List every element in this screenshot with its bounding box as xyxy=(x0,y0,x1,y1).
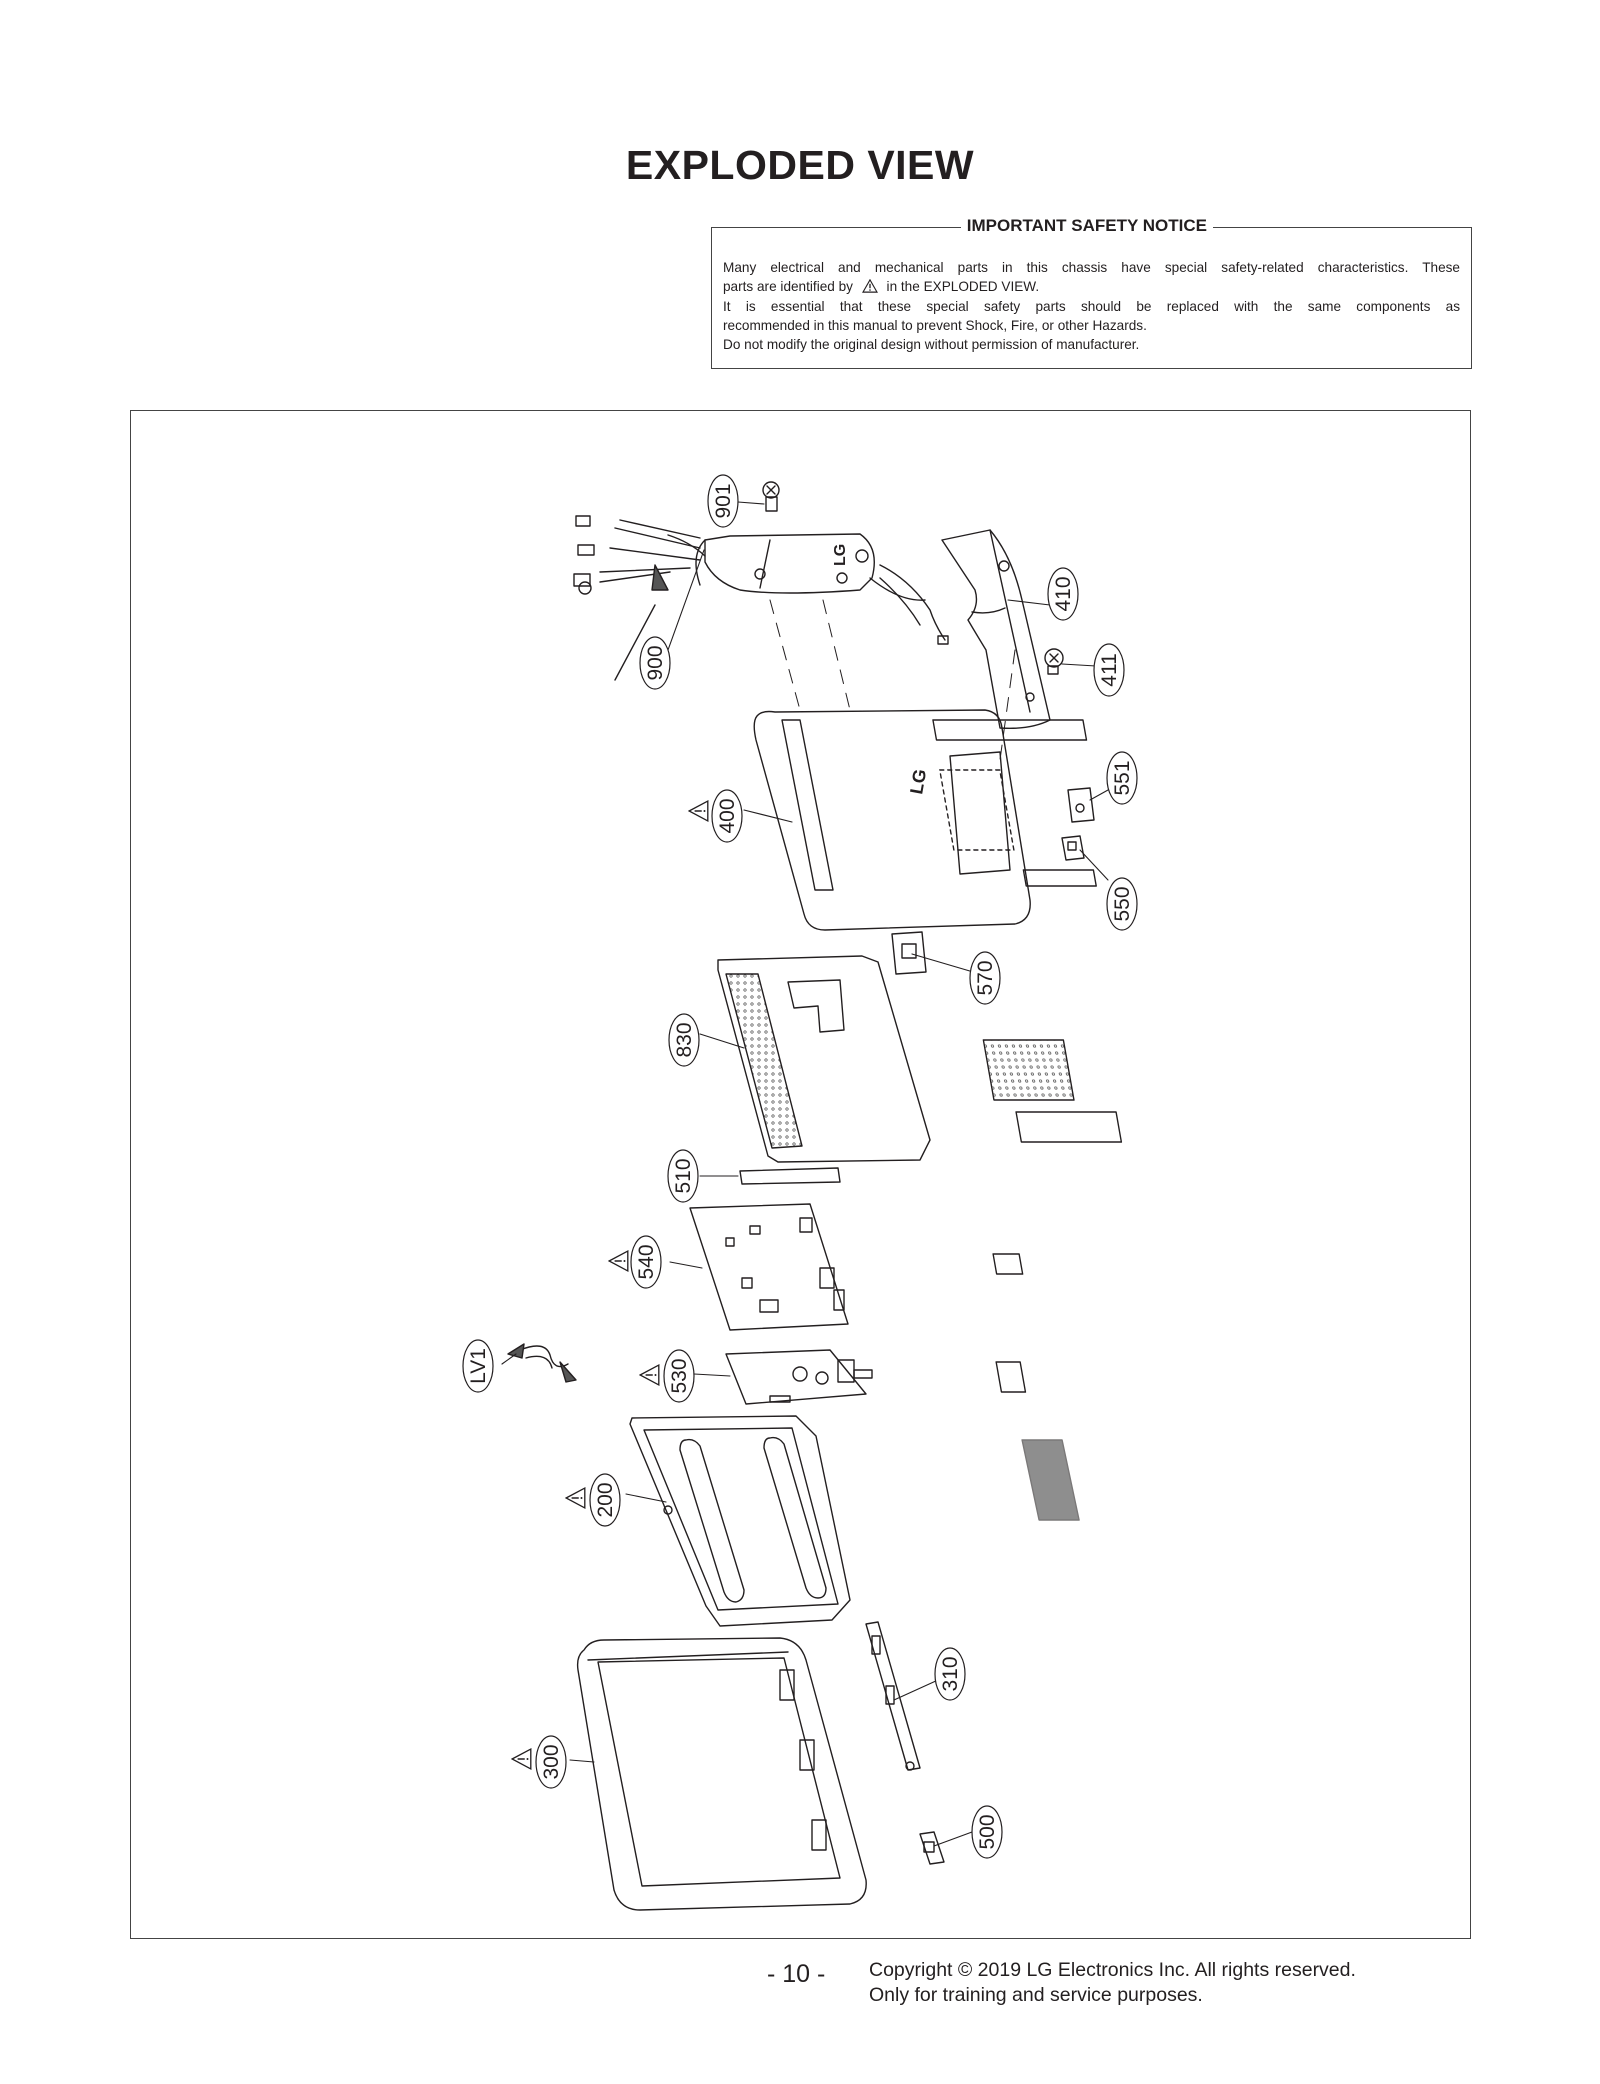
svg-text:410: 410 xyxy=(1052,576,1075,611)
notice-line-4: recommended in this manual to prevent Sh… xyxy=(723,317,1147,333)
notice-line-2: parts are identified by in the EXPLODED … xyxy=(723,277,1460,296)
warning-triangle-icon xyxy=(861,279,878,293)
svg-text:901: 901 xyxy=(712,483,735,518)
copyright-line-1: Copyright © 2019 LG Electronics Inc. All… xyxy=(869,1959,1356,1981)
label-570: 570 xyxy=(969,951,1001,1005)
lg-logo-upper: LG xyxy=(832,544,849,566)
svg-text:570: 570 xyxy=(974,960,997,995)
label-551: 551 xyxy=(1106,751,1138,805)
label-530: 530 xyxy=(663,1349,695,1403)
label-540: 540 xyxy=(630,1235,662,1289)
warning-triangle-icon xyxy=(688,800,709,822)
part-830-shield-plate xyxy=(717,955,1123,1163)
safety-notice-body: Many electrical and mechanical parts in … xyxy=(723,258,1460,354)
part-900-stand-arm: LG xyxy=(573,515,949,681)
svg-text:551: 551 xyxy=(1111,760,1134,795)
label-411: 411 xyxy=(1093,643,1125,697)
svg-text:200: 200 xyxy=(594,1482,617,1517)
leader-lines xyxy=(501,501,1109,1847)
safety-warning-markers xyxy=(511,800,709,1770)
part-411-screw xyxy=(1044,648,1064,675)
svg-text:LV1: LV1 xyxy=(467,1348,490,1384)
svg-text:510: 510 xyxy=(672,1158,695,1193)
part-410-rear-cover xyxy=(941,529,1051,730)
label-200: 200 xyxy=(589,1473,621,1527)
part-500-connector xyxy=(919,1831,945,1865)
label-410: 410 xyxy=(1047,567,1079,621)
label-310: 310 xyxy=(934,1647,966,1701)
notice-line-2-end: in the EXPLODED VIEW. xyxy=(886,279,1040,295)
label-550: 550 xyxy=(1106,877,1138,931)
part-550-bracket xyxy=(1061,835,1085,861)
svg-text:310: 310 xyxy=(939,1656,962,1691)
part-530-power-board xyxy=(725,1349,1027,1405)
copyright-notice: Copyright © 2019 LG Electronics Inc. All… xyxy=(869,1958,1356,2008)
part-510-ffc-cable xyxy=(739,1167,841,1185)
part-901-screw xyxy=(762,481,780,512)
notice-line-5: Do not modify the original design withou… xyxy=(723,337,1140,353)
part-310-side-bracket xyxy=(865,1621,921,1771)
part-label-layer: 901 900 410 411 400 551 550 570 830 510 … xyxy=(462,474,1138,1859)
label-300: 300 xyxy=(535,1735,567,1789)
part-300-front-bezel xyxy=(576,1637,867,1911)
part-551-bracket xyxy=(1067,787,1095,823)
copyright-line-2: Only for training and service purposes. xyxy=(869,1984,1203,2006)
svg-text:540: 540 xyxy=(635,1244,658,1279)
warning-triangle-icon xyxy=(565,1487,586,1509)
svg-text:900: 900 xyxy=(644,645,667,680)
safety-notice-heading: IMPORTANT SAFETY NOTICE xyxy=(960,216,1213,236)
part-540-main-board xyxy=(689,1203,1024,1331)
label-901: 901 xyxy=(707,474,739,528)
svg-text:411: 411 xyxy=(1098,653,1121,686)
svg-text:550: 550 xyxy=(1111,886,1134,921)
safety-notice-box: IMPORTANT SAFETY NOTICE Many electrical … xyxy=(711,216,1472,369)
page-title: EXPLODED VIEW xyxy=(625,142,975,188)
part-lv1-cable xyxy=(507,1343,577,1383)
label-lv1: LV1 xyxy=(462,1339,494,1393)
part-200-lcd-panel xyxy=(629,1415,1080,1627)
warning-triangle-icon xyxy=(608,1250,629,1272)
svg-text:300: 300 xyxy=(540,1744,563,1779)
label-500: 500 xyxy=(971,1805,1003,1859)
svg-text:500: 500 xyxy=(976,1814,999,1849)
warning-triangle-icon xyxy=(639,1364,660,1386)
notice-line-3: It is essential that these special safet… xyxy=(723,298,1460,314)
svg-text:830: 830 xyxy=(673,1022,696,1057)
lg-logo-back: LG xyxy=(906,768,930,796)
guide-lines-900-400 xyxy=(769,599,1016,761)
notice-line-1: Many electrical and mechanical parts in … xyxy=(723,260,1460,275)
notice-line-2-start: parts are identified by xyxy=(723,279,853,295)
warning-triangle-icon xyxy=(511,1748,532,1770)
label-830: 830 xyxy=(668,1013,700,1067)
label-400: 400 xyxy=(711,789,743,843)
svg-text:530: 530 xyxy=(668,1358,691,1393)
label-900: 900 xyxy=(639,636,671,690)
label-510: 510 xyxy=(667,1149,699,1203)
part-570-small-board xyxy=(891,931,927,975)
exploded-view-frame xyxy=(130,410,1471,1939)
part-400-back-cover: LG xyxy=(753,709,1097,931)
svg-text:400: 400 xyxy=(716,798,739,833)
page-number: - 10 - xyxy=(767,1960,826,1988)
